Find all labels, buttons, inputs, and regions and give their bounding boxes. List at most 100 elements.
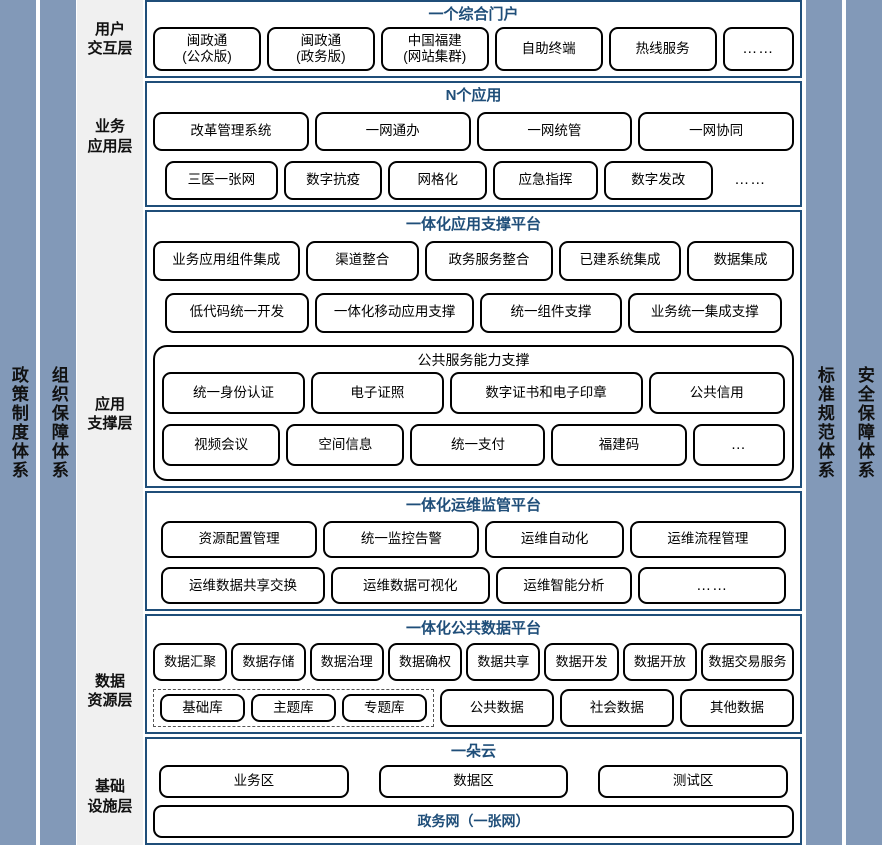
chip-data-opening[interactable]: 数据开放 <box>622 643 698 681</box>
chip-text-line1: 中国福建 <box>407 33 462 49</box>
group-title-applications: N个应用 <box>445 86 502 104</box>
chip-resource-config-management[interactable]: 资源配置管理 <box>161 521 318 559</box>
chip-channel-integration[interactable]: 渠道整合 <box>305 240 420 281</box>
chip-china-fujian-website-cluster[interactable]: 中国福建 (网站集群) <box>380 26 489 71</box>
chip-grid-management[interactable]: 网格化 <box>388 160 488 200</box>
chip-social-data[interactable]: 社会数据 <box>559 689 674 727</box>
group-public-data-platform: 一体化公共数据平台 数据汇聚 数据存储 数据治理 数据确权 数据共享 数据开发 … <box>145 614 802 734</box>
group-applications: N个应用 改革管理系统 一网通办 一网统管 一网协同 三医一张网 数字抗疫 网格… <box>145 80 802 207</box>
layer-label-user-line1: 用户 <box>94 21 125 39</box>
chip-reform-management-system[interactable]: 改革管理系统 <box>153 111 309 151</box>
chip-public-data[interactable]: 公共数据 <box>439 689 554 727</box>
chip-data-storage[interactable]: 数据存储 <box>231 643 306 681</box>
chip-lowcode-unified-development[interactable]: 低代码统一开发 <box>165 292 309 333</box>
chip-special-topic-database[interactable]: 专题库 <box>341 694 427 722</box>
chip-unified-component-support[interactable]: 统一组件支撑 <box>480 292 622 333</box>
chip-emergency-command[interactable]: 应急指挥 <box>493 160 598 200</box>
chip-test-zone[interactable]: 测试区 <box>598 764 789 798</box>
chip-minzhengtong-public[interactable]: 闽政通 (公众版) <box>153 26 261 71</box>
chip-text-line2: (政务版) <box>296 48 346 64</box>
side-band-label-security-guarantee: 安全保障体系 <box>854 365 874 480</box>
dashed-group-databases: 基础库 主题库 专题库 <box>153 689 434 727</box>
chip-text-line2: (公众版) <box>182 48 232 64</box>
layer-label-business-line2: 应用层 <box>87 137 133 155</box>
chip-basic-database[interactable]: 基础库 <box>160 694 245 722</box>
layer-label-business-application: 业务 应用层 <box>77 79 143 194</box>
chip-video-conference[interactable]: 视频会议 <box>162 423 281 466</box>
chip-data-aggregation[interactable]: 数据汇聚 <box>153 643 228 681</box>
layer-label-data-resource: 数据 资源层 <box>77 634 143 749</box>
chip-digital-development-reform[interactable]: 数字发改 <box>603 160 713 200</box>
public-service-row-2: 视频会议 空间信息 统一支付 福建码 … <box>162 423 786 466</box>
chip-digital-certificate-and-seal[interactable]: 数字证书和电子印章 <box>449 371 643 414</box>
chip-text-line2: (网站集群) <box>403 48 467 64</box>
chip-one-network-governance[interactable]: 一网统管 <box>476 111 633 151</box>
chip-self-service-terminal[interactable]: 自助终端 <box>494 26 603 71</box>
group-title-one-cloud: 一朵云 <box>450 743 496 760</box>
apps-row-1: 改革管理系统 一网通办 一网统管 一网协同 <box>153 111 794 151</box>
chip-data-trading-service[interactable]: 数据交易服务 <box>701 643 795 681</box>
support-row-2: 低代码统一开发 一体化移动应用支撑 统一组件支撑 业务统一集成支撑 <box>153 292 794 333</box>
layer-label-infrastructure: 基础 设施层 <box>77 748 143 845</box>
chip-ops-data-sharing-exchange[interactable]: 运维数据共享交换 <box>161 567 325 605</box>
layer-label-user-interaction: 用户 交互层 <box>77 0 143 79</box>
chip-data-integration[interactable]: 数据集成 <box>687 240 794 281</box>
ops-row-2: 运维数据共享交换 运维数据可视化 运维智能分析 …… <box>153 567 794 605</box>
layer-stack: 一个综合门户 闽政通 (公众版) 闽政通 (政务版) 中国福建 <box>145 0 802 845</box>
chip-electronic-license[interactable]: 电子证照 <box>311 371 444 414</box>
chip-data-governance[interactable]: 数据治理 <box>309 643 384 681</box>
chip-one-network-collaboration[interactable]: 一网协同 <box>638 111 794 151</box>
side-band-label-standard-spec: 标准规范体系 <box>814 365 834 480</box>
chip-digital-epidemic-control[interactable]: 数字抗疫 <box>283 160 383 200</box>
data-row-2: 基础库 主题库 专题库 公共数据 社会数据 其他数据 <box>153 689 795 727</box>
chip-ops-process-management[interactable]: 运维流程管理 <box>629 521 787 559</box>
layer-label-column: 用户 交互层 业务 应用层 应用 支撑层 数据 资源层 基础 设 <box>77 0 143 845</box>
chip-business-unified-integration-support[interactable]: 业务统一集成支撑 <box>627 292 782 333</box>
chip-minzhengtong-gov[interactable]: 闽政通 (政务版) <box>266 26 375 71</box>
public-service-row-1: 统一身份认证 电子证照 数字证书和电子印章 公共信用 <box>162 371 785 414</box>
layer-label-support-line1: 应用 <box>94 395 125 413</box>
chip-integrated-mobile-app-support[interactable]: 一体化移动应用支撑 <box>314 292 475 333</box>
chip-ops-more[interactable]: …… <box>638 567 786 605</box>
chip-data-rights-confirmation[interactable]: 数据确权 <box>387 643 463 681</box>
chip-unified-monitoring-alarm[interactable]: 统一监控告警 <box>323 521 480 559</box>
chip-public-credit[interactable]: 公共信用 <box>648 371 785 414</box>
chip-unified-identity-authentication[interactable]: 统一身份认证 <box>162 371 306 414</box>
chip-spatial-information[interactable]: 空间信息 <box>286 423 405 466</box>
group-title-public-data-platform: 一体化公共数据平台 <box>405 620 541 638</box>
group-title-application-support-platform: 一体化应用支撑平台 <box>405 215 541 233</box>
chip-unified-payment[interactable]: 统一支付 <box>410 423 546 466</box>
side-band-organization-guarantee: 组织保障体系 <box>40 0 76 845</box>
side-band-security-guarantee: 安全保障体系 <box>846 0 882 845</box>
chip-hotline-service[interactable]: 热线服务 <box>608 26 717 71</box>
chip-data-development[interactable]: 数据开发 <box>544 643 619 681</box>
chip-data-zone[interactable]: 数据区 <box>378 764 569 798</box>
chip-business-zone[interactable]: 业务区 <box>159 764 349 798</box>
chip-government-network[interactable]: 政务网（一张网） <box>153 804 794 838</box>
support-row-1: 业务应用组件集成 渠道整合 政务服务整合 已建系统集成 数据集成 <box>153 240 794 281</box>
chip-fujian-code[interactable]: 福建码 <box>551 423 687 466</box>
chip-thematic-database[interactable]: 主题库 <box>250 694 336 722</box>
chip-text-line1: 闽政通 <box>186 33 228 49</box>
group-portal: 一个综合门户 闽政通 (公众版) 闽政通 (政务版) 中国福建 <box>145 0 802 78</box>
chip-government-service-integration[interactable]: 政务服务整合 <box>425 240 553 281</box>
portal-row-1: 闽政通 (公众版) 闽政通 (政务版) 中国福建 (网站集群) <box>153 26 794 71</box>
chip-one-network-service[interactable]: 一网通办 <box>314 111 471 151</box>
chip-apps-more: …… <box>734 171 767 189</box>
chip-portal-more[interactable]: …… <box>722 26 794 71</box>
chip-data-sharing[interactable]: 数据共享 <box>466 643 541 681</box>
chip-legacy-system-integration[interactable]: 已建系统集成 <box>558 240 682 281</box>
chip-ops-intelligent-analysis[interactable]: 运维智能分析 <box>495 567 633 605</box>
chip-public-service-more[interactable]: … <box>692 423 786 466</box>
chip-other-data[interactable]: 其他数据 <box>679 689 795 727</box>
group-application-support-platform: 一体化应用支撑平台 业务应用组件集成 渠道整合 政务服务整合 已建系统集成 数据… <box>145 209 802 489</box>
chip-business-component-integration[interactable]: 业务应用组件集成 <box>153 240 300 281</box>
layer-label-data-line1: 数据 <box>94 672 125 690</box>
ops-row-1: 资源配置管理 统一监控告警 运维自动化 运维流程管理 <box>153 521 794 559</box>
side-band-policy-system: 政策制度体系 <box>0 0 36 845</box>
chip-three-medical-network[interactable]: 三医一张网 <box>165 160 278 200</box>
layer-label-application-support: 应用 支撑层 <box>77 194 143 634</box>
chip-ops-automation[interactable]: 运维自动化 <box>485 521 624 559</box>
chip-ops-data-visualization[interactable]: 运维数据可视化 <box>330 567 490 605</box>
